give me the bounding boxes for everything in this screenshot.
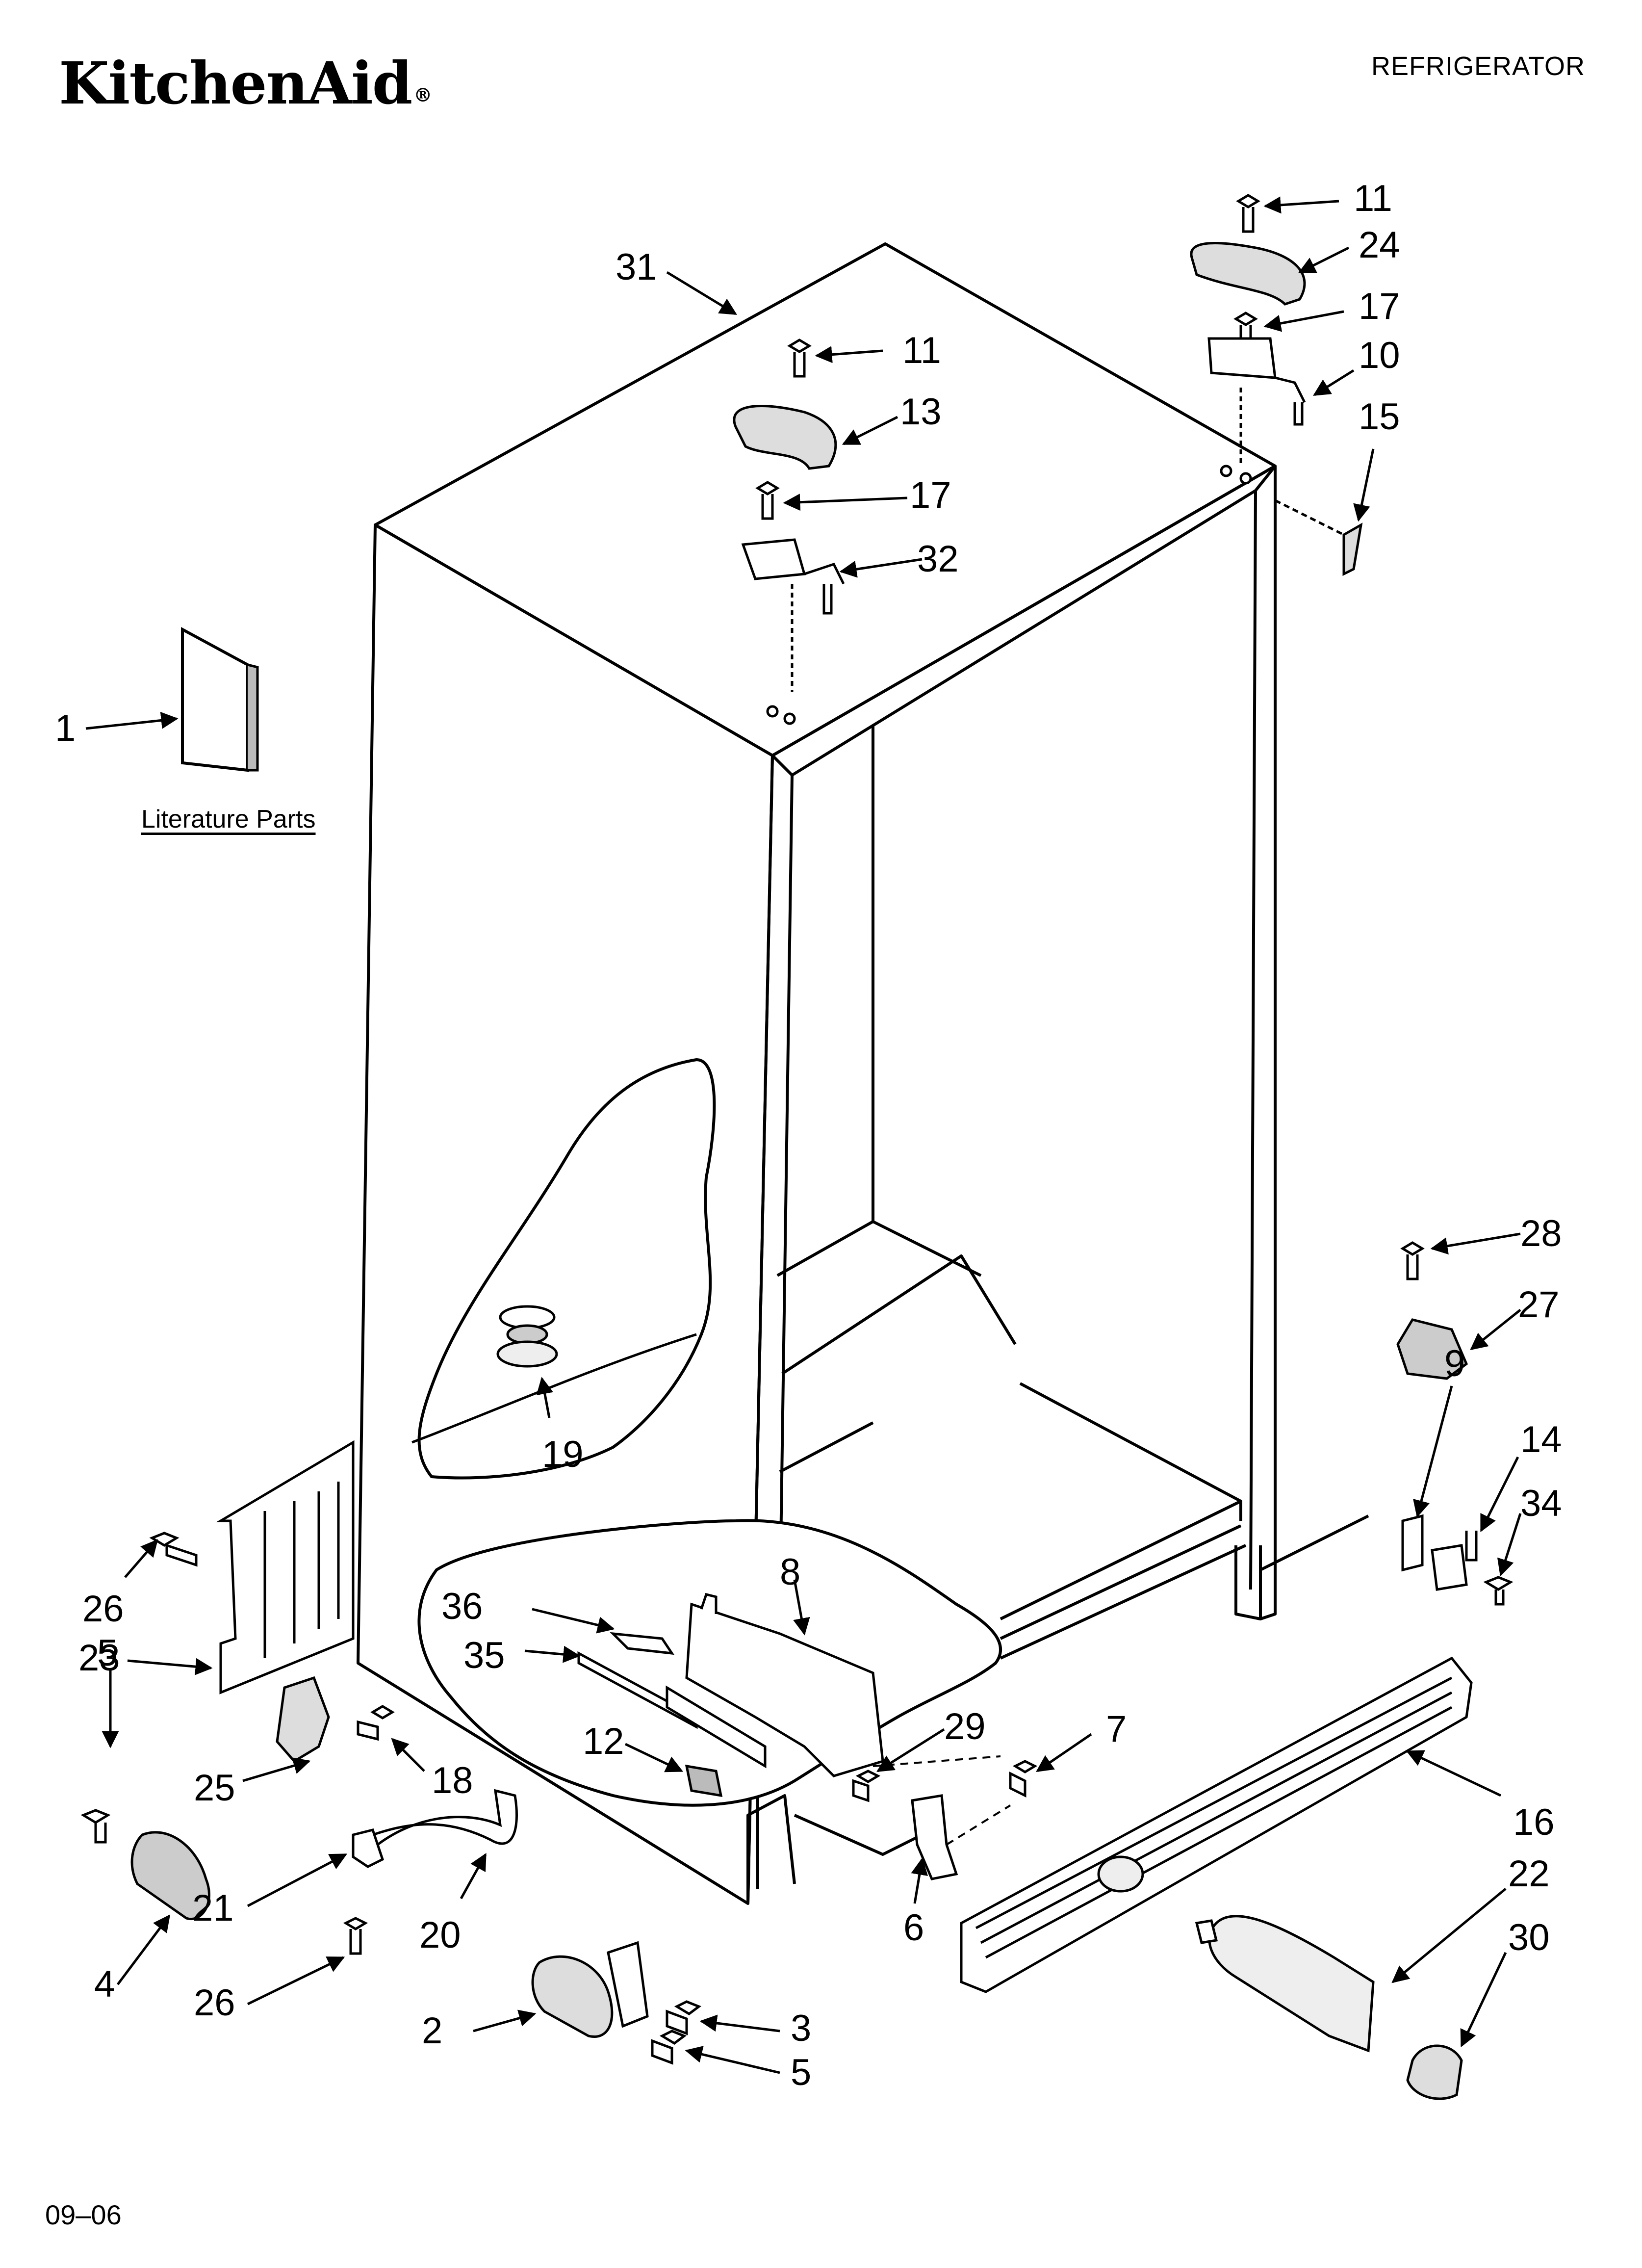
callout-36: 36 <box>441 1586 483 1627</box>
callout-9: 9 <box>1444 1343 1465 1384</box>
callout-29: 29 <box>944 1706 986 1747</box>
callout-22: 22 <box>1508 1853 1550 1895</box>
callout-numbers: 1 2 3 4 5 5 6 7 8 9 10 11 11 12 13 14 15… <box>55 178 1562 2093</box>
callout-11-right: 11 <box>1354 178 1392 219</box>
grommet-part <box>496 1305 558 1368</box>
callout-12: 12 <box>583 1721 624 1762</box>
callout-15: 15 <box>1359 396 1400 438</box>
callout-7: 7 <box>1106 1708 1127 1750</box>
callout-32: 32 <box>917 538 959 580</box>
brand-name: KitchenAid <box>59 49 412 117</box>
callout-6: 6 <box>903 1907 924 1949</box>
callout-8: 8 <box>780 1551 800 1593</box>
date-code: 09–06 <box>45 2199 122 2230</box>
front-grille-panel <box>911 1656 1473 2100</box>
callout-17-right: 17 <box>1359 286 1400 327</box>
callout-19: 19 <box>542 1434 584 1475</box>
callout-11: 11 <box>902 330 941 371</box>
callout-2: 2 <box>422 2010 442 2052</box>
callout-14: 14 <box>1520 1419 1562 1460</box>
callout-1: 1 <box>55 707 76 749</box>
callout-28: 28 <box>1520 1213 1562 1254</box>
callout-17: 17 <box>910 474 951 516</box>
callout-31: 31 <box>616 246 657 288</box>
callout-3: 3 <box>791 2007 811 2049</box>
callout-26-lower: 26 <box>194 1982 235 2024</box>
literature-parts-label: Literature Parts <box>141 805 316 834</box>
liner-cutout <box>417 1058 716 1480</box>
water-valve-group <box>577 1593 1038 1802</box>
top-hinge-left <box>733 339 845 725</box>
callout-34: 34 <box>1520 1483 1562 1524</box>
registered-mark: ® <box>413 84 432 106</box>
callout-10: 10 <box>1359 335 1400 376</box>
callout-35: 35 <box>463 1635 505 1676</box>
callout-4: 4 <box>94 1963 115 2005</box>
appliance-category: REFRIGERATOR <box>1371 52 1586 81</box>
leader-lines <box>85 196 1522 2074</box>
callout-26: 26 <box>82 1588 124 1630</box>
callout-13: 13 <box>900 391 942 433</box>
callout-25: 25 <box>194 1767 235 1809</box>
callout-30: 30 <box>1508 1917 1550 1958</box>
rear-grille <box>216 1440 355 1694</box>
brand-logo: KitchenAid® <box>59 49 432 117</box>
callout-21: 21 <box>192 1887 234 1929</box>
callout-27: 27 <box>1518 1284 1560 1326</box>
callout-23: 23 <box>78 1637 120 1679</box>
lower-hinge-right <box>1396 1241 1514 1606</box>
callout-24: 24 <box>1359 224 1400 266</box>
callout-5: 5 <box>97 1632 118 1674</box>
callout-5-lower: 5 <box>791 2052 811 2093</box>
literature-book-icon <box>181 626 259 772</box>
callout-16: 16 <box>1513 1801 1555 1843</box>
lower-left-parts <box>80 1532 702 2065</box>
callout-20: 20 <box>419 1914 461 1956</box>
top-hinge-right <box>1190 194 1363 576</box>
callout-18: 18 <box>432 1760 473 1801</box>
